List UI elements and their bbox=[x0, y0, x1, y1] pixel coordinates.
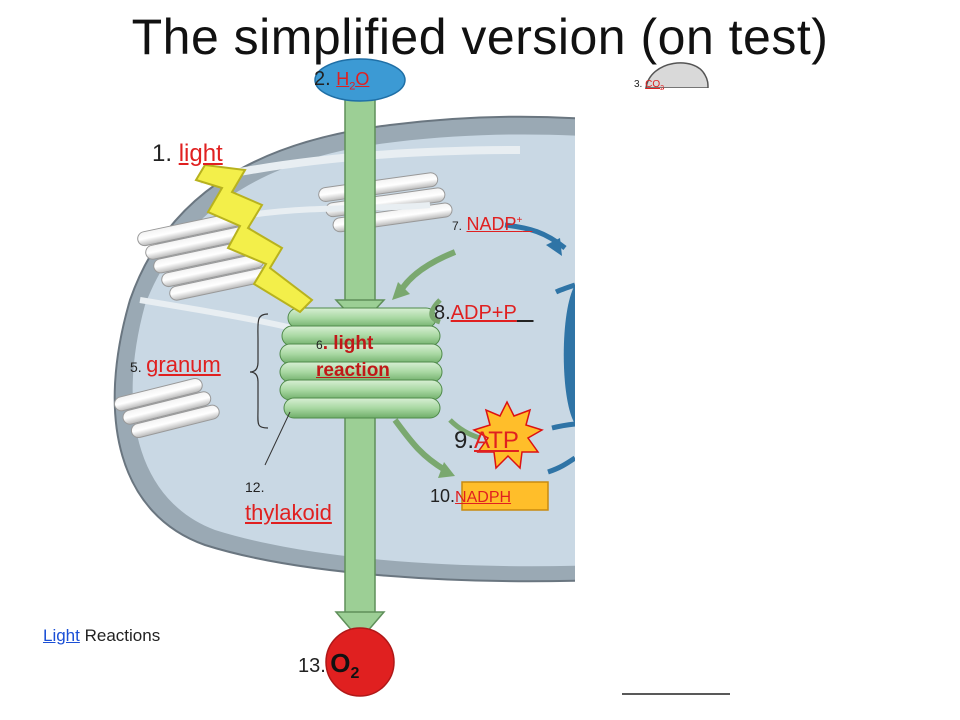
label-9-number: 9. bbox=[454, 427, 475, 454]
co2-molecule bbox=[645, 62, 709, 89]
label-10: 10.NADPH bbox=[430, 486, 511, 507]
label-2-number: 2. bbox=[314, 68, 331, 90]
cycle-arrows bbox=[392, 222, 577, 478]
label-12-number: 12. bbox=[245, 479, 265, 495]
label-7-sup: + bbox=[516, 215, 523, 226]
label-13-text: O bbox=[330, 648, 351, 678]
label-13-sub: 2 bbox=[350, 665, 360, 683]
label-8-text: ADP+P bbox=[450, 302, 517, 324]
label-1-number: 1. bbox=[152, 140, 173, 167]
label-6-text-b: reaction bbox=[316, 360, 390, 381]
label-7: 7. NADP+ bbox=[452, 214, 532, 235]
thylakoid-stack[interactable] bbox=[279, 307, 443, 419]
label-2-text2: O bbox=[355, 69, 370, 89]
label-6-number: 6 bbox=[316, 338, 323, 352]
label-2-text: H bbox=[336, 69, 350, 89]
footer-rest: Reactions bbox=[79, 626, 161, 645]
oxygen-molecule bbox=[325, 627, 395, 697]
label-6: 6. light reaction bbox=[316, 331, 390, 383]
label-2-sub: 2 bbox=[349, 80, 356, 93]
label-13-number: 13. bbox=[298, 655, 326, 677]
label-5-text: granum bbox=[146, 352, 221, 377]
label-3-text: CO bbox=[645, 79, 661, 90]
label-10-number: 10. bbox=[430, 486, 456, 506]
label-1-text: light bbox=[178, 140, 223, 167]
calvin-cycle-edge bbox=[563, 285, 575, 424]
label-5-number: 5. bbox=[130, 359, 142, 375]
footer-caption: Light Reactions bbox=[43, 626, 160, 646]
nadph-highlight bbox=[461, 481, 549, 511]
label-3: 3. CO2 bbox=[634, 79, 664, 92]
label-1: 1. light bbox=[152, 140, 223, 168]
label-9: 9.ATP bbox=[454, 427, 519, 455]
label-6-text-a: . light bbox=[322, 333, 374, 354]
label-8-number: 8. bbox=[434, 302, 451, 324]
label-13: 13. O2 bbox=[298, 648, 359, 683]
label-7-number: 7. bbox=[452, 219, 463, 233]
granum-bracket bbox=[249, 313, 291, 466]
atp-starburst-icon bbox=[472, 400, 544, 470]
label-12: 12. thylakoid bbox=[245, 474, 332, 526]
label-12-text: thylakoid bbox=[245, 500, 332, 525]
label-7-text: NADP bbox=[466, 214, 517, 234]
label-3-number: 3. bbox=[634, 79, 643, 90]
label-3-sub: 2 bbox=[660, 85, 665, 92]
light-link[interactable]: Light bbox=[43, 626, 80, 645]
hidden-region bbox=[575, 88, 775, 588]
label-8: 8.ADP+P bbox=[434, 302, 534, 325]
slide-title: The simplified version (on test) bbox=[131, 9, 829, 65]
water-molecule bbox=[314, 58, 406, 102]
label-10-text: NADPH bbox=[455, 489, 512, 506]
light-bolt-icon bbox=[194, 163, 314, 314]
label-5: 5. granum bbox=[130, 352, 221, 378]
label-2: 2. H2O bbox=[314, 68, 369, 93]
label-9-text: ATP bbox=[474, 427, 519, 454]
